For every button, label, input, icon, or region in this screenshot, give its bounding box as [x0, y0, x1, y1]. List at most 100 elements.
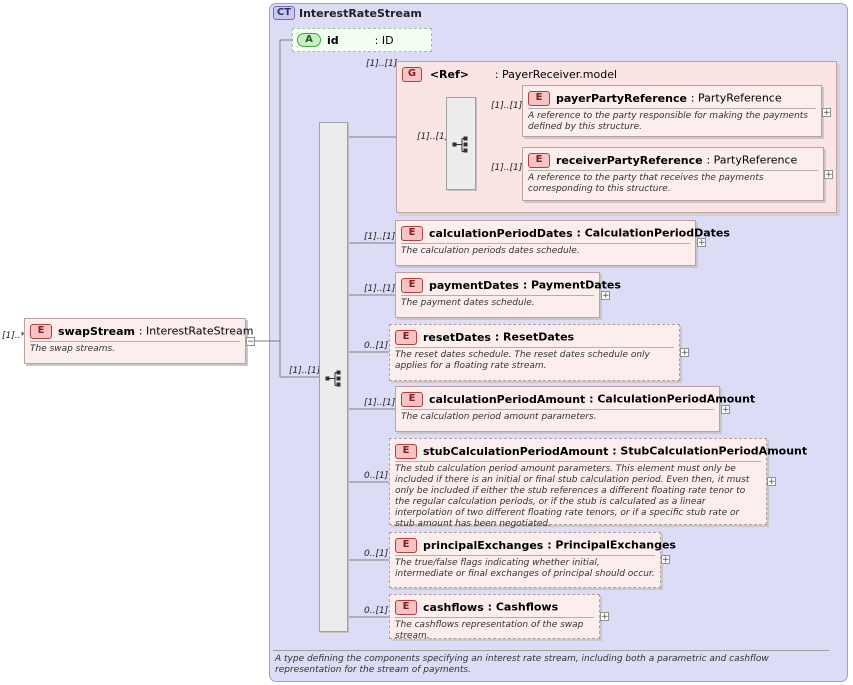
- expand-payer-button[interactable]: +: [822, 108, 831, 118]
- root-type: : InterestRateStream: [138, 324, 254, 338]
- element-name: resetDates: [423, 331, 491, 344]
- element-doc: The true/false flags indicating whether …: [395, 558, 655, 579]
- element-type: : PaymentDates: [522, 278, 621, 292]
- main-sequence-compositor[interactable]: [319, 122, 348, 632]
- element-badge: E: [528, 91, 550, 106]
- element-badge: E: [401, 226, 423, 241]
- expand-button[interactable]: +: [697, 238, 706, 248]
- expand-button[interactable]: +: [601, 291, 610, 301]
- group-ref: <Ref>: [429, 68, 469, 81]
- group-badge: G: [402, 67, 422, 82]
- expand-button[interactable]: +: [661, 555, 670, 565]
- divider: [401, 295, 594, 296]
- element-badge: E: [30, 324, 52, 339]
- main-sequence-cardinality: [1]..[1]: [289, 366, 321, 376]
- group-sequence-compositor[interactable]: [446, 97, 476, 190]
- cardinality: [1]..[1]: [364, 284, 396, 294]
- footer-divider: [273, 650, 829, 651]
- divider: [401, 409, 714, 410]
- element-type: : CalculationPeriodAmount: [589, 392, 756, 406]
- group-header: G <Ref> : PayerReceiver.model: [402, 67, 617, 82]
- root-name: swapStream: [58, 325, 135, 338]
- group-cardinality: [1]..[1]: [366, 59, 398, 69]
- divider: [395, 555, 655, 556]
- divider: [395, 347, 674, 348]
- complex-type-name: InterestRateStream: [299, 6, 422, 20]
- element-badge: E: [528, 153, 550, 168]
- attribute-name: id: [327, 33, 339, 47]
- collapse-root-button[interactable]: −: [246, 337, 255, 347]
- divider: [528, 108, 816, 109]
- cardinality: 0..[1]: [364, 471, 389, 481]
- sequence-icon: [325, 370, 341, 387]
- element-name: calculationPeriodAmount: [429, 393, 586, 406]
- element-badge: E: [395, 444, 417, 459]
- root-doc: The swap streams.: [30, 344, 116, 354]
- element-type: : Cashflows: [487, 600, 559, 614]
- divider: [528, 170, 818, 171]
- expand-receiver-button[interactable]: +: [824, 170, 833, 180]
- element-type: : StubCalculationPeriodAmount: [612, 444, 808, 458]
- expand-button[interactable]: +: [600, 612, 609, 622]
- element-doc: The calculation period amount parameters…: [401, 412, 597, 422]
- cardinality: [1]..[1]: [364, 232, 396, 242]
- element-badge: E: [401, 278, 423, 293]
- element-type: : ResetDates: [494, 330, 575, 344]
- divider: [30, 341, 240, 342]
- element-doc: A reference to the party responsible for…: [528, 111, 808, 132]
- complex-type-title: CT InterestRateStream: [273, 6, 422, 20]
- receiver-cardinality: [1]..[1]: [491, 163, 523, 173]
- element-name: principalExchanges: [423, 539, 544, 552]
- element-name: cashflows: [423, 601, 484, 614]
- divider: [401, 243, 690, 244]
- complex-type-badge: CT: [273, 6, 295, 20]
- cardinality: 0..[1]: [364, 549, 389, 559]
- element-doc: The reset dates schedule. The reset date…: [395, 350, 650, 371]
- cardinality: 0..[1]: [364, 341, 389, 351]
- payer-cardinality: [1]..[1]: [491, 101, 523, 111]
- expand-button[interactable]: +: [721, 405, 730, 415]
- element-doc: The payment dates schedule.: [401, 298, 535, 308]
- root-cardinality: [1]..*: [2, 331, 25, 341]
- expand-button[interactable]: +: [767, 477, 776, 487]
- element-type: : CalculationPeriodDates: [576, 226, 730, 240]
- cardinality: [1]..[1]: [364, 398, 396, 408]
- expand-button[interactable]: +: [680, 348, 689, 358]
- element-type: : PartyReference: [706, 153, 798, 167]
- divider: [395, 461, 761, 462]
- element-name: payerPartyReference: [556, 92, 687, 105]
- element-badge: E: [395, 330, 417, 345]
- element-name: paymentDates: [429, 279, 519, 292]
- element-type: : PrincipalExchanges: [547, 538, 676, 552]
- element-name: calculationPeriodDates: [429, 227, 573, 240]
- element-doc: The cashflows representation of the swap…: [395, 620, 584, 641]
- element-badge: E: [401, 392, 423, 407]
- sequence-icon: [452, 136, 468, 153]
- complex-type-doc: A type defining the components specifyin…: [275, 654, 769, 675]
- element-type: : PartyReference: [690, 91, 782, 105]
- group-sequence-cardinality: [1]..[1]: [417, 132, 449, 142]
- element-doc: The stub calculation period amount param…: [395, 464, 750, 529]
